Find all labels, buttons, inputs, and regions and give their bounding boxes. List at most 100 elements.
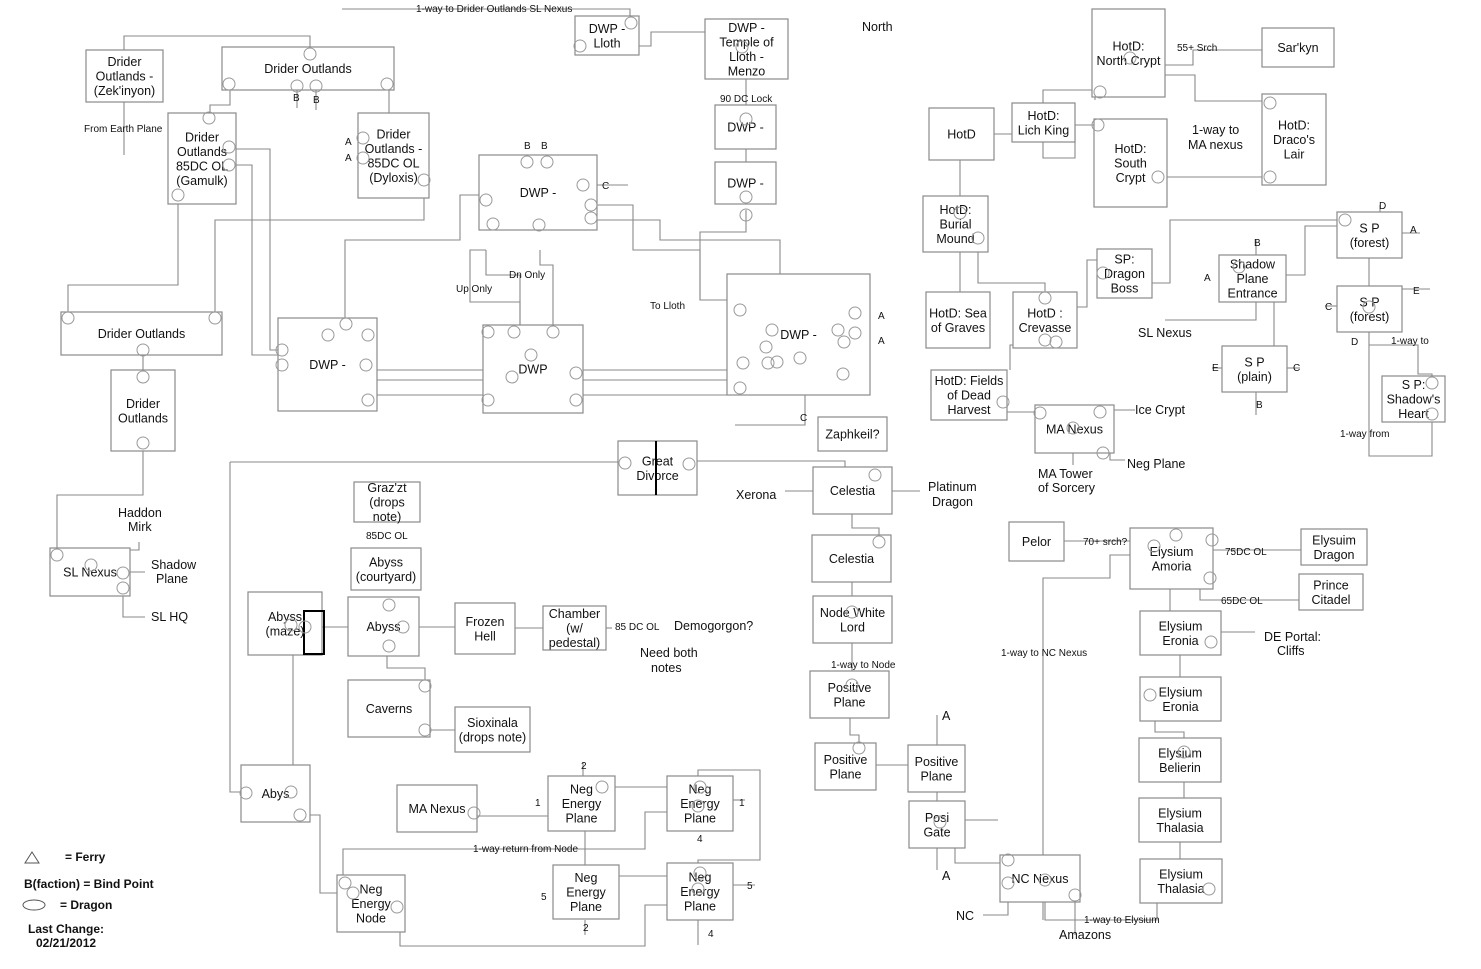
zone-box[interactable] <box>812 595 893 644</box>
zone-box[interactable] <box>1298 573 1364 611</box>
zone-box[interactable] <box>221 46 395 91</box>
zone-box[interactable] <box>925 291 991 349</box>
zone-box[interactable] <box>1261 27 1335 68</box>
zone-box[interactable] <box>1034 404 1115 454</box>
zone-node-sioxinala[interactable]: Sioxinala(drops note) <box>454 706 531 753</box>
zone-box[interactable] <box>666 862 734 921</box>
zone-box[interactable] <box>1139 676 1222 722</box>
zone-box[interactable] <box>1091 8 1166 98</box>
zone-node-dwp-d[interactable]: DWP - <box>277 317 378 412</box>
zone-box[interactable] <box>922 195 989 253</box>
zone-box[interactable] <box>482 324 584 414</box>
zone-box[interactable] <box>714 104 777 150</box>
zone-node-abys-low[interactable]: Abys <box>240 764 311 823</box>
zone-node-sl-nexus[interactable]: SL Nexus <box>49 547 131 597</box>
zone-box[interactable] <box>240 764 311 823</box>
zone-node-caverns[interactable]: Caverns <box>347 679 431 738</box>
zone-box[interactable] <box>666 775 734 832</box>
zone-box[interactable] <box>1261 93 1327 186</box>
zone-box[interactable] <box>1336 211 1403 259</box>
zone-box[interactable] <box>336 874 406 933</box>
zone-node-hotd[interactable]: HotD <box>928 107 995 161</box>
zone-node-dwp-c[interactable]: DWP - <box>478 154 598 231</box>
zone-node-dwp-f[interactable]: DWP - <box>726 273 871 396</box>
zone-box[interactable] <box>907 744 966 793</box>
zone-box[interactable] <box>552 864 620 920</box>
zone-box[interactable] <box>809 670 890 719</box>
zone-box[interactable] <box>1008 521 1065 562</box>
zone-box[interactable] <box>1093 118 1168 208</box>
zone-box[interactable] <box>726 273 871 396</box>
zone-box[interactable] <box>347 679 431 738</box>
zone-box[interactable] <box>454 602 516 655</box>
zone-node-ma-nexus[interactable]: MA Nexus <box>1034 404 1115 454</box>
zone-box[interactable] <box>714 161 777 205</box>
zone-box[interactable] <box>908 800 966 849</box>
zone-box[interactable] <box>60 311 223 356</box>
zone-node-chamber[interactable]: Chamber(w/pedestal) <box>542 605 607 651</box>
zone-node-celestia2[interactable]: Celestia <box>811 534 892 583</box>
zone-box[interactable] <box>1139 610 1222 656</box>
zone-box[interactable] <box>1011 102 1076 143</box>
zone-node-sarkyn[interactable]: Sar'kyn <box>1261 27 1335 68</box>
zone-box[interactable] <box>1012 291 1078 349</box>
zone-node-sp-forest2[interactable]: S P(forest) <box>1336 285 1403 333</box>
zone-box[interactable] <box>1138 797 1222 843</box>
zone-node-pelor[interactable]: Pelor <box>1008 521 1065 562</box>
zone-node-dwp-e[interactable]: DWP <box>482 324 584 414</box>
zone-box[interactable] <box>817 416 888 452</box>
zone-box[interactable] <box>812 466 893 515</box>
zone-box[interactable] <box>1218 254 1287 303</box>
zone-box[interactable] <box>478 154 598 231</box>
zone-node-hotd-crevasse[interactable]: HotD :Crevasse <box>1012 291 1078 349</box>
zone-box[interactable] <box>1129 527 1214 590</box>
zone-box[interactable] <box>704 18 789 80</box>
zone-box[interactable] <box>1336 285 1403 333</box>
zone-box[interactable] <box>353 481 421 523</box>
zone-box[interactable] <box>1221 345 1288 393</box>
zone-box[interactable] <box>1139 858 1223 904</box>
zone-box[interactable] <box>542 605 607 651</box>
zone-node-dwp-b[interactable]: DWP - <box>714 161 777 205</box>
zone-box[interactable] <box>547 775 616 832</box>
zone-node-hotd-lich[interactable]: HotD:Lich King <box>1011 102 1076 143</box>
zone-box[interactable] <box>617 440 698 496</box>
zone-node-zaphkeil[interactable]: Zaphkeil? <box>817 416 888 452</box>
zone-box[interactable] <box>85 49 164 103</box>
zone-box[interactable] <box>928 107 995 161</box>
zone-box[interactable] <box>454 706 531 753</box>
zone-box[interactable] <box>811 534 892 583</box>
zone-box[interactable] <box>350 547 422 591</box>
